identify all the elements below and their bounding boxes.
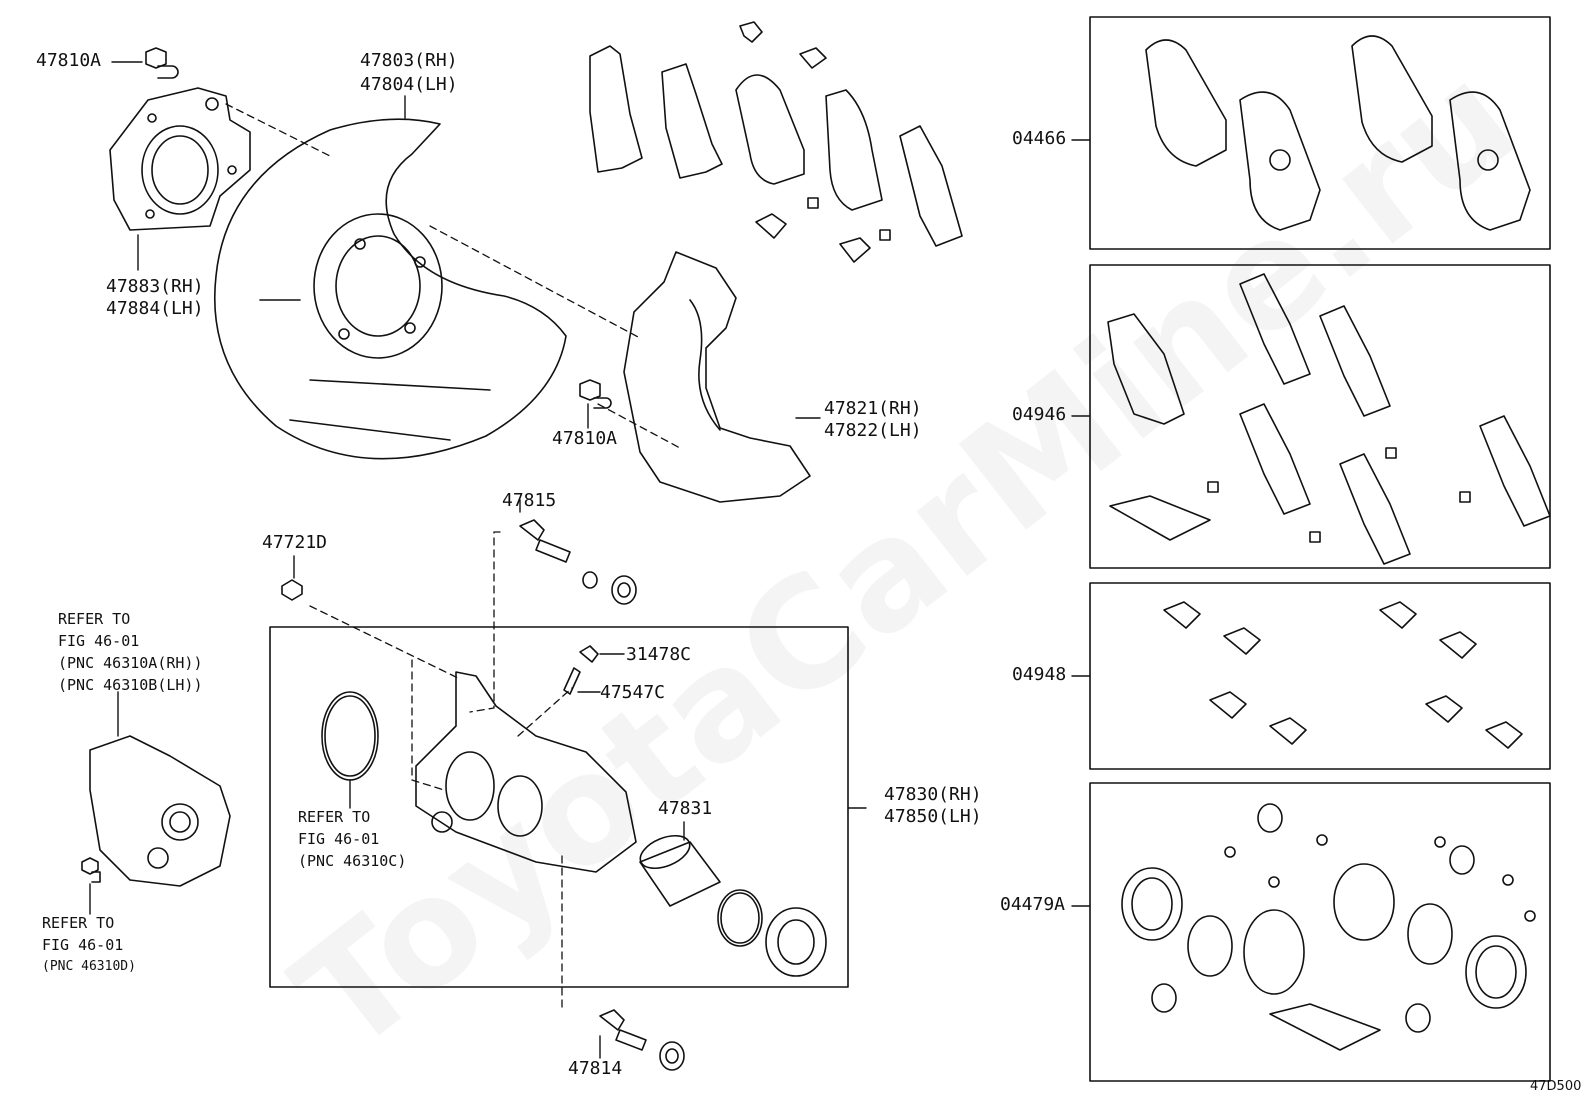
kit-04466-pads bbox=[1145, 35, 1531, 231]
label-47883: 47883(RH) bbox=[106, 276, 204, 297]
parking-brake-motor bbox=[89, 691, 231, 887]
label-47814: 47814 bbox=[568, 1058, 623, 1079]
slide-pin-47814 bbox=[599, 1009, 685, 1071]
kit-box-04479A bbox=[1089, 782, 1551, 1082]
label-47810A-top: 47810A bbox=[36, 50, 102, 71]
refer-d-line-3: (PNC 46310D) bbox=[42, 959, 136, 974]
bleeder-plug-47547C bbox=[563, 667, 601, 695]
piston-boot bbox=[765, 907, 827, 977]
refer-d-line-1: REFER TO bbox=[42, 914, 115, 932]
piston-47831 bbox=[639, 821, 721, 907]
pad-clips-main bbox=[739, 21, 891, 263]
label-kit-04948: 04948 bbox=[1012, 664, 1067, 685]
refer-a-line-3: (PNC 46310A(RH)) bbox=[58, 654, 203, 672]
slide-pin-47815 bbox=[519, 499, 637, 605]
refer-c-line-2: FIG 46-01 bbox=[298, 830, 380, 848]
caliper-body-47830 bbox=[415, 671, 637, 873]
refer-c-line-3: (PNC 46310C) bbox=[298, 852, 407, 870]
label-31478C: 31478C bbox=[626, 644, 692, 665]
label-47721D: 47721D bbox=[262, 532, 328, 553]
caliper-mounting-47821 bbox=[623, 251, 821, 503]
caliper-assembly-box bbox=[269, 626, 849, 988]
refer-block-d: REFER TO FIG 46-01 (PNC 46310D) bbox=[42, 912, 136, 978]
anchor-plate-47883 bbox=[109, 87, 251, 271]
label-47804: 47804(LH) bbox=[360, 74, 458, 95]
bolt-47810A-top bbox=[111, 47, 179, 79]
brake-pads-main bbox=[589, 45, 963, 247]
figure-code: 47D500 bbox=[1530, 1079, 1582, 1094]
assembly-guide-lines bbox=[225, 103, 681, 1013]
kit-box-04466 bbox=[1089, 16, 1551, 250]
piston-seal-ring bbox=[321, 691, 379, 809]
refer-a-line-2: FIG 46-01 bbox=[58, 632, 140, 650]
bolt-refer-d bbox=[81, 857, 101, 915]
refer-a-line-1: REFER TO bbox=[58, 610, 131, 628]
refer-block-c: REFER TO FIG 46-01 (PNC 46310C) bbox=[298, 806, 406, 872]
label-47830: 47830(RH) bbox=[884, 784, 982, 805]
kit-box-04946 bbox=[1089, 264, 1551, 569]
label-47810A-mid: 47810A bbox=[552, 428, 618, 449]
label-kit-04466: 04466 bbox=[1012, 128, 1067, 149]
label-47547C: 47547C bbox=[600, 682, 666, 703]
refer-d-line-2: FIG 46-01 bbox=[42, 936, 124, 954]
kit-04946-shims bbox=[1107, 273, 1551, 565]
bolt-47810A-mid bbox=[579, 379, 612, 429]
refer-c-line-1: REFER TO bbox=[298, 808, 371, 826]
label-47821: 47821(RH) bbox=[824, 398, 922, 419]
kit-leaders bbox=[847, 139, 1091, 907]
kit-04948-clips bbox=[1163, 601, 1523, 749]
kit-04479A-seals bbox=[1121, 803, 1536, 1051]
dust-shield-47803 bbox=[213, 95, 567, 460]
bolt-47721D bbox=[281, 555, 303, 601]
label-47850: 47850(LH) bbox=[884, 806, 982, 827]
refer-a-line-4: (PNC 46310B(LH)) bbox=[58, 676, 203, 694]
label-47831: 47831 bbox=[658, 798, 713, 819]
bleeder-cap-31478C bbox=[579, 645, 625, 663]
label-47815: 47815 bbox=[502, 490, 557, 511]
label-47803: 47803(RH) bbox=[360, 50, 458, 71]
refer-block-a: REFER TO FIG 46-01 (PNC 46310A(RH)) (PNC… bbox=[58, 608, 203, 696]
label-kit-04946: 04946 bbox=[1012, 404, 1067, 425]
label-kit-04479A: 04479A bbox=[1000, 894, 1066, 915]
label-47884: 47884(LH) bbox=[106, 298, 204, 319]
label-47822: 47822(LH) bbox=[824, 420, 922, 441]
kit-box-04948 bbox=[1089, 582, 1551, 770]
piston-seal bbox=[717, 889, 763, 947]
